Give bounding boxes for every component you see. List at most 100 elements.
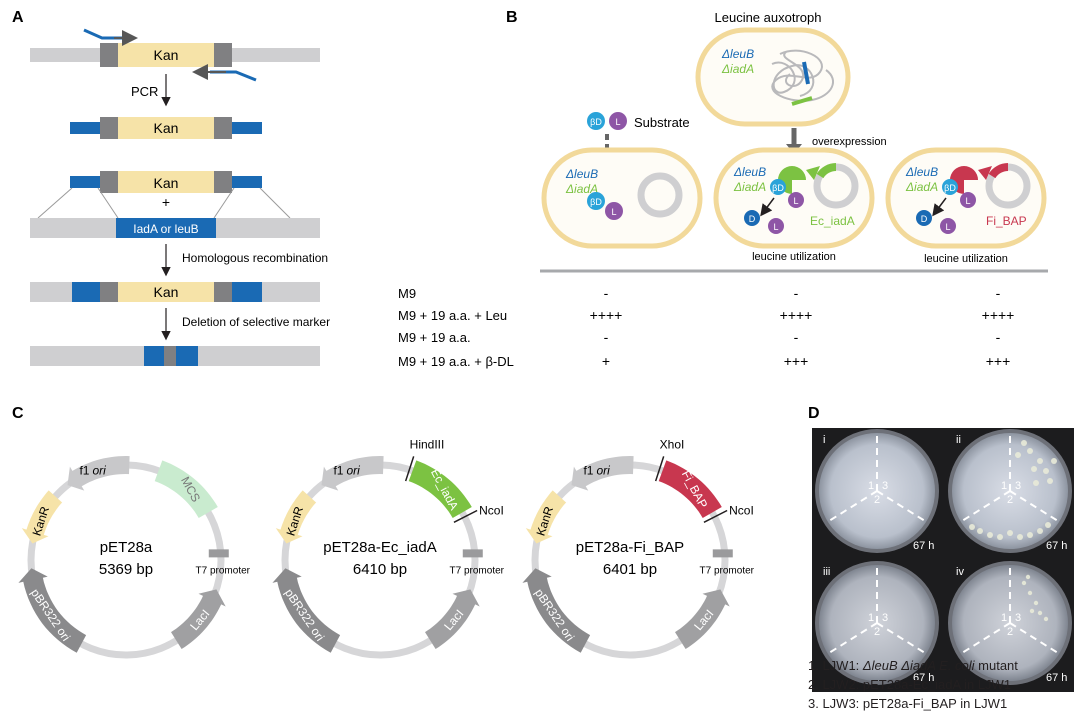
colony [1033,600,1039,606]
legend-item-1: 1. LJW1: ΔleuB ΔiadA E. coli mutant [808,658,1018,673]
restriction-site-tick [404,456,415,482]
iada-label: ΔiadA [565,182,598,196]
d-text: D [921,214,928,224]
product-l [960,192,976,208]
growth-score: ++++ [982,307,1015,323]
flank [70,122,100,134]
substrate-l [609,112,627,130]
expression-arrow [978,166,992,180]
medium-label: M9 + 19 a.a. + Leu [398,308,507,323]
colony [1037,458,1043,464]
frt-site [214,117,232,139]
laci-feature [675,589,730,649]
laci-feature [425,589,480,649]
f1-ori-feature [67,456,130,491]
substrate-bd [942,179,958,195]
pbr322-ori-feature [18,568,87,653]
pbr322-label: pBR322 ori [28,586,73,644]
utilization-label: leucine utilization [752,251,836,263]
medium-label: M9 + 19 a.a. + β-DL [398,354,514,369]
flank [232,282,262,302]
f1-text: f1 [333,464,343,478]
leub-label: ΔleuB [905,165,938,179]
colony [1021,440,1027,446]
plasmid-insert [816,163,837,179]
insert-feature [408,460,472,518]
sector-divider [827,622,878,655]
sector-divider [876,490,927,523]
colony [987,532,993,538]
plate-time: 67 h [913,540,934,552]
sector-number: 3 [1015,480,1021,492]
sector-number: 2 [1007,494,1013,506]
insert-feature [154,460,218,518]
colony [1031,466,1037,472]
bd-text: βD [944,183,956,193]
panel-a: Kan PCR Kan Kan + IadA or leuB Homologou… [30,28,330,366]
t7-promoter-box [462,549,483,558]
iada-label: ΔiadA [905,180,938,194]
bd-text: βD [590,197,602,207]
restriction-site-label: NcoI [479,504,504,518]
kan-label: Kan [154,175,179,191]
substrate-bd [770,179,786,195]
colony [1015,452,1021,458]
plate-roman-numeral: i [823,434,825,446]
sector-divider [876,622,927,655]
plus-sign: + [162,194,170,210]
plate-roman-numeral: iv [956,566,964,578]
growth-score: ++++ [780,307,813,323]
colony [1021,580,1027,586]
leub-label: ΔleuB [565,167,598,181]
ori-text: ori [346,464,360,478]
frt-site [100,117,118,139]
iada-locus [791,96,813,106]
plate-roman-numeral: ii [956,434,961,446]
homologous-label: Homologous recombination [182,251,328,265]
restriction-site-label: NcoI [729,504,754,518]
kan-label: Kan [154,47,179,63]
kan-cassette [118,282,214,302]
colony [1017,534,1023,540]
colony [1027,448,1033,454]
colony [969,524,975,530]
colony [1051,458,1057,464]
t7-promoter-box [712,549,733,558]
kanr-feature [21,490,63,544]
growth-score: - [604,285,609,301]
substrate-l [605,202,623,220]
plasmid-name: pET28a-Ec_iadA [323,539,436,556]
sector-divider [960,490,1011,523]
l-text: L [945,222,950,232]
l-text: L [615,117,620,127]
growth-score: ++++ [590,307,623,323]
cleavage-arrow [760,197,775,217]
restriction-site-label: XhoI [660,437,685,451]
ori-text: ori [596,464,610,478]
bd-text: βD [590,117,602,127]
target-gene [116,218,216,238]
kan-label: Kan [154,284,179,300]
d-text: D [749,214,756,224]
colony [1027,532,1033,538]
laci-feature [171,589,226,649]
f1-text: f1 [583,464,593,478]
kanr-feature [525,490,567,544]
restriction-site-tick [453,509,478,523]
substrate-label: Substrate [634,115,690,130]
product-l [788,192,804,208]
pbr322-label: pBR322 ori [532,586,577,644]
l-text: L [965,196,970,206]
plasmid-size: 5369 bp [99,561,153,578]
colony [1033,480,1039,486]
colony [1045,522,1051,528]
l-text: L [773,222,778,232]
forward-primer [83,28,128,40]
sector-number: 3 [882,480,888,492]
overexpression-label: overexpression [812,136,887,148]
